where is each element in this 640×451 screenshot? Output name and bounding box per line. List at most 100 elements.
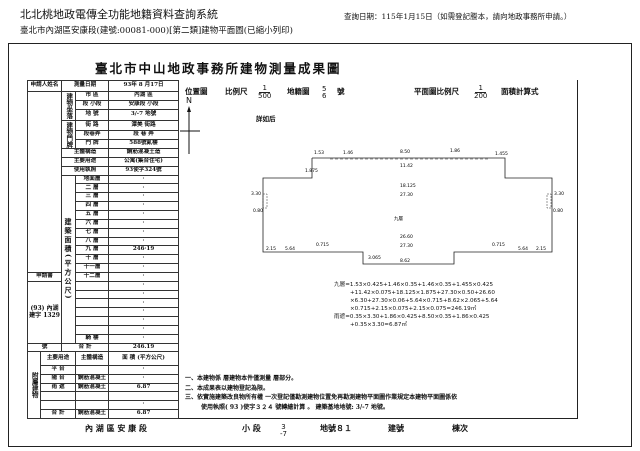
floor-area: · xyxy=(108,209,180,220)
plan-scale-label: 平面圖比例尺 xyxy=(414,87,459,96)
annex-area xyxy=(108,391,180,402)
structure-value: 鋼筋混凝土造 xyxy=(108,148,180,158)
footer-lot-sub: -7 xyxy=(280,429,287,438)
location-map-label: 位置圖 xyxy=(185,87,208,96)
dimension-label: 1.46 xyxy=(343,150,353,156)
location-label: 建物坐落 xyxy=(61,91,77,122)
area-formula: 九層=1.53×0.425+1.46×0.35+1.46×0.35+1.455×… xyxy=(334,281,498,329)
annex-use-label: 主要用途 xyxy=(39,351,77,366)
extra-floor-area: · xyxy=(108,289,180,300)
extra-floor-area: · xyxy=(108,316,180,326)
street-value: 潭美 街路 xyxy=(108,120,180,131)
floor-area: 246·19 xyxy=(108,245,180,256)
street-label: 街 路 xyxy=(75,120,110,131)
floor-label: 十 層 xyxy=(75,254,110,265)
area-formula-label: 面積計算式 xyxy=(501,87,539,96)
query-date: 查詢日期：115年1月15日（如需登記謄本，請向地政事務所申請。） xyxy=(344,12,572,21)
footer-subsection: 小 段 xyxy=(242,423,261,433)
cadastral-num: 5 xyxy=(322,84,327,93)
dimension-label: 11.42 xyxy=(400,163,413,169)
footer-unit-label: 棟次 xyxy=(452,423,468,433)
footer-district: 內 湖 區 安 康 段 xyxy=(85,423,147,433)
application-suffix: 號 xyxy=(26,342,63,353)
annex-total-value: 6.87 xyxy=(108,409,180,419)
annex-structure: 鋼筋混凝土 xyxy=(75,382,110,393)
note-line: 一、本建物係 層建物本件僅測量 層部分。 xyxy=(185,375,298,382)
floor-area: · xyxy=(108,174,180,185)
dimension-label: 0.715 xyxy=(492,242,505,248)
floor-area: · xyxy=(108,271,180,282)
lane-label: 段巷弄 xyxy=(75,129,110,140)
arcade-value: · xyxy=(108,333,180,344)
dimension-label: 2.15 xyxy=(536,246,546,252)
cadastral-suffix: 號 xyxy=(337,87,345,96)
north-arrow-icon xyxy=(180,106,200,154)
floor-area: · xyxy=(108,263,180,273)
floor-label: 九 層 xyxy=(75,245,110,256)
survey-sheet-frame xyxy=(27,80,578,419)
extra-floor-label xyxy=(75,316,110,326)
annex-area: · xyxy=(108,400,180,411)
extra-floor-label xyxy=(75,324,110,335)
document-subtitle: 臺北市內湖區安康段(建號:00081-000)[第二類]建物平面圖(已縮小列印) xyxy=(20,26,293,36)
dimension-label: 3.30 xyxy=(554,191,564,197)
extra-floor-area: · xyxy=(108,298,180,309)
dimension-label: 1.875 xyxy=(305,168,318,174)
extra-floor-area: · xyxy=(108,324,180,335)
floor-outline xyxy=(262,157,553,265)
use-value: 公寓(集合住宅) xyxy=(108,156,180,167)
annex-structure-label: 主體構造 xyxy=(75,351,110,366)
annex-structure xyxy=(75,364,110,375)
total-value: 246.19 xyxy=(108,342,180,353)
application-value: (93) 內湖建字 1329 xyxy=(29,304,60,320)
dimension-label: 0.80 xyxy=(253,208,263,214)
dimension-label: 1.86 xyxy=(450,148,460,154)
application-number: (93) 內湖建字 1329 xyxy=(26,280,63,344)
area-label: 建築面積(平方公尺) xyxy=(61,174,77,344)
city-label: 市 區 xyxy=(75,91,110,102)
annex-use: 陽 台 xyxy=(39,373,77,384)
footer-lot-label: 地號８１ xyxy=(320,423,352,433)
floor-label: 九層 xyxy=(394,215,403,222)
dimension-label: 27.30 xyxy=(400,192,413,198)
note-line: 二、本成果表以建物登記為限。 xyxy=(185,384,270,392)
floor-label: 八 層 xyxy=(75,236,110,247)
floor-label: 十一層 xyxy=(75,263,110,273)
note-line: 三、依實施建築改良物所有權 一次登記僅勘測建物位置免再勘測建物平面圖作業規定本建… xyxy=(185,394,458,401)
annex-structure xyxy=(75,391,110,402)
formula-line: ×6.30+27.30×0.06+5.64×0.715+8.62×2.065+5… xyxy=(350,298,498,304)
scale-numerator: 1 xyxy=(259,85,270,93)
dimension-label: 0.715 xyxy=(316,242,329,248)
lot-label: 地 號 xyxy=(75,108,110,122)
applicant-label: 申請人姓名 xyxy=(26,79,63,93)
dimension-label: 27.30 xyxy=(400,243,413,249)
total-label: 合 計 xyxy=(61,342,110,353)
annex-use xyxy=(39,400,77,411)
extra-floor-label xyxy=(75,280,110,291)
survey-date: 93年 8 月17日 xyxy=(108,79,180,93)
dimension-label: 1.53 xyxy=(314,150,324,156)
formula-line: ×0.715+2.15×0.075+2.15×0.075=246.19㎡ xyxy=(350,306,477,312)
extra-floor-area: · xyxy=(108,280,180,291)
annex-label: 附屬建物 xyxy=(27,351,41,419)
extra-floor-label xyxy=(75,307,110,318)
floor-area: · xyxy=(108,201,180,211)
canopy-right xyxy=(546,193,552,209)
footer-lot-num: 3 xyxy=(281,422,286,431)
dimension-label: 0.80 xyxy=(553,208,563,214)
see-below-note: 詳如后 xyxy=(256,115,276,123)
annex-use xyxy=(39,391,77,402)
dimension-label: 8.62 xyxy=(400,258,410,264)
annex-use: 平 台 xyxy=(39,364,77,375)
formula-line: 九層=1.53×0.425+1.46×0.35+1.46×0.35+1.455×… xyxy=(334,282,493,288)
extra-floor-label xyxy=(75,289,110,300)
note-line: 使用執照( 93 )使字３２４ 號轉繪計算 。 建築基地地號: 3/-7 地號。 xyxy=(201,403,389,411)
canopy-left xyxy=(262,193,268,209)
plan-scale-numerator: 1 xyxy=(475,85,486,93)
floor-label: 地面層 xyxy=(75,174,110,185)
